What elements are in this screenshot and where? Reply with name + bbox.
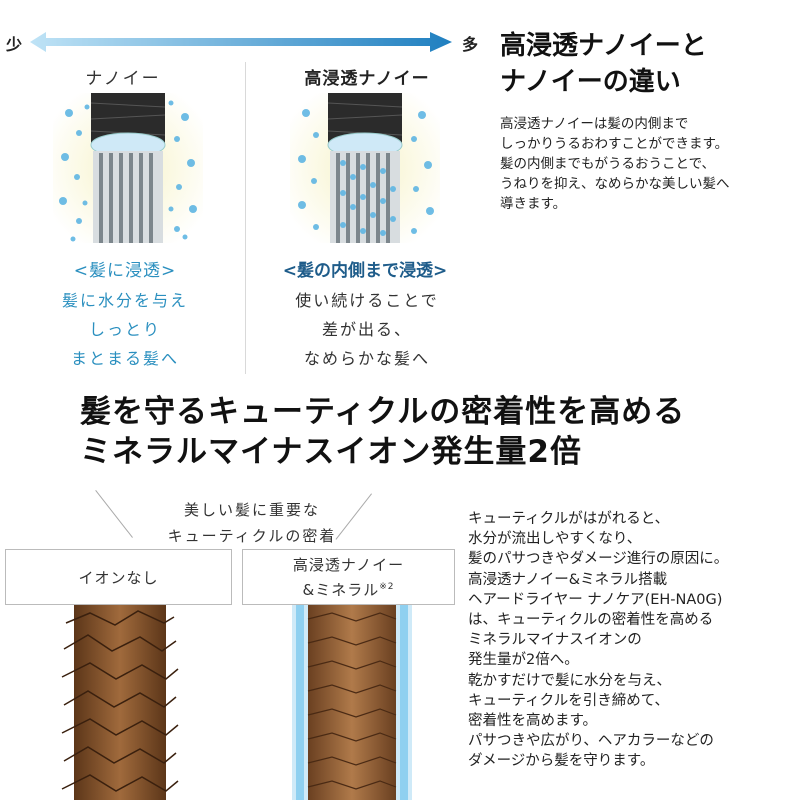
desc-nanoe: 髪に水分を与え しっとり まとまる髪へ	[30, 286, 220, 373]
label-nanoe-mineral: 高浸透ナノイー &ミネラル※2	[242, 549, 455, 605]
difference-text-line: 導きます。	[500, 196, 567, 212]
column-title-high-penetration: 高浸透ナノイー	[304, 69, 430, 89]
mineral-description-line: キューティクルを引き締めて、	[468, 692, 669, 709]
headline-line: 髪を守るキューティクルの密着性を高める	[80, 394, 686, 430]
cuticle-note-line: キューティクルの密着	[167, 527, 337, 545]
difference-text-line: 高浸透ナノイーは髪の内側まで	[500, 116, 689, 132]
sub-label-high-penetration: <髪の内側まで浸透>	[282, 261, 448, 281]
mineral-description-line: 乾かすだけで髪に水分を与え、	[468, 672, 671, 689]
desc-line: 差が出る、	[321, 320, 412, 339]
difference-text: 高浸透ナノイーは髪の内側まで しっかりうるおわすことができます。 髪の内側までも…	[500, 114, 800, 214]
arrow-right-label: 多	[462, 35, 479, 54]
mineral-description-line: 密着性を高めます。	[468, 713, 598, 730]
label-nanoe-mineral-line2-text: &ミネラル	[302, 580, 380, 599]
headline-line: ミネラルマイナスイオン発生量2倍	[80, 434, 582, 470]
mineral-description-line: 高浸透ナノイー&ミネラル搭載	[468, 571, 668, 588]
difference-text-line: うねりを抑え、なめらかな美しい髪へ	[500, 176, 730, 192]
mineral-description-line: ヘアードライヤー ナノケア(EH-NA0G)	[468, 591, 723, 608]
mineral-description-line: は、キューティクルの密着性を高める	[468, 612, 714, 629]
column-title-nanoe: ナノイー	[85, 69, 161, 89]
difference-text-line: 髪の内側までもがうるおうことで、	[500, 156, 716, 172]
label-nanoe-mineral-line1: 高浸透ナノイー	[292, 555, 405, 574]
sub-label-nanoe: <髪に浸透>	[73, 261, 177, 281]
hair-strand-no-ion	[61, 605, 179, 800]
desc-line: しっとり	[88, 320, 161, 339]
desc-line: 使い続けることで	[295, 291, 439, 310]
label-no-ion: イオンなし	[5, 549, 232, 605]
hair-high-penetration-illustration	[290, 93, 440, 243]
column-divider	[245, 62, 246, 374]
difference-title-line: 高浸透ナノイーと	[500, 31, 707, 61]
desc-line: 髪に水分を与え	[61, 291, 188, 310]
hair-nanoe-illustration	[53, 93, 203, 243]
hair-strand-nanoe-mineral	[292, 605, 412, 800]
difference-title: 高浸透ナノイーと ナノイーの違い	[500, 28, 707, 100]
mineral-description-line: 発生量が2倍へ。	[468, 652, 579, 669]
mineral-description-line: 髪のパサつきやダメージ進行の原因に。	[468, 551, 729, 568]
desc-line: なめらかな髪へ	[303, 349, 430, 368]
mineral-description-line: ダメージから髪を守ります。	[468, 753, 655, 770]
mineral-description-line: 水分が流出しやすくなり、	[468, 531, 642, 548]
mineral-description-line: ミネラルマイナスイオンの	[468, 632, 642, 649]
mineral-description-line: キューティクルがはがれると、	[468, 511, 670, 527]
label-no-ion-text: イオンなし	[78, 568, 159, 587]
amount-arrow: 少 多	[0, 28, 490, 56]
arrow-left-label: 少	[6, 35, 23, 54]
mineral-headline: 髪を守るキューティクルの密着性を高める ミネラルマイナスイオン発生量2倍	[80, 392, 685, 472]
footnote-mark: ※2	[379, 581, 395, 592]
desc-high-penetration: 使い続けることで 差が出る、 なめらかな髪へ	[262, 286, 472, 373]
mineral-description: キューティクルがはがれると、 水分が流出しやすくなり、 髪のパサつきやダメージ進…	[468, 509, 800, 772]
desc-line: まとまる髪へ	[70, 349, 179, 368]
label-nanoe-mineral-line2: &ミネラル※2	[303, 576, 395, 601]
difference-title-line: ナノイーの違い	[500, 67, 681, 97]
note-left-slash	[95, 490, 133, 538]
cuticle-note-line: 美しい髪に重要な	[183, 501, 320, 519]
gradient-arrow-icon	[30, 32, 452, 52]
difference-text-line: しっかりうるおわすことができます。	[500, 136, 729, 152]
cuticle-note: 美しい髪に重要な キューティクルの密着	[142, 497, 362, 549]
mineral-description-line: パサつきや広がり、ヘアカラーなどの	[468, 733, 714, 750]
